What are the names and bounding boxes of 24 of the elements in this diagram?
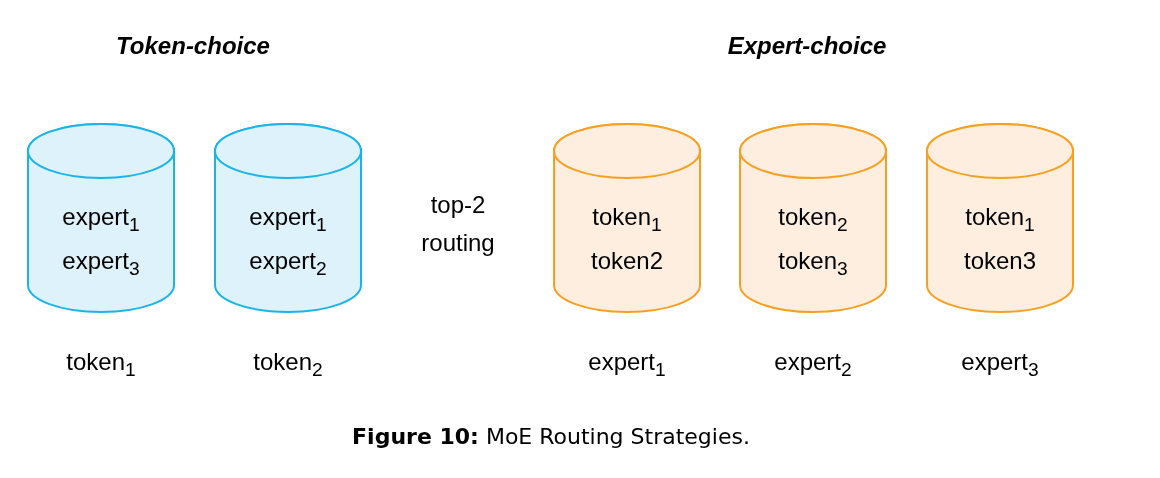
- cylinder-caption: expert$_{3}$: [961, 348, 1039, 381]
- cylinder-label: token$_{2}$: [778, 203, 848, 236]
- figure-caption: Figure 10: MoE Routing Strategies.: [352, 424, 750, 449]
- cylinder-caption: token$_{1}$: [66, 348, 136, 381]
- cylinder-label: expert$_{2}$: [249, 247, 327, 280]
- cylinder-caption: token$_{2}$: [253, 348, 323, 381]
- cylinder-label: token3: [963, 247, 1037, 275]
- cylinder-label: expert$_{1}$: [249, 203, 327, 236]
- cylinder-label: token$_{1}$: [592, 203, 662, 236]
- cylinder-caption: expert$_{1}$: [588, 348, 666, 381]
- cylinder-caption: expert$_{2}$: [774, 348, 852, 381]
- cylinder-label: token$_{1}$: [965, 203, 1035, 236]
- annotation-text: top-2 routing: [420, 190, 496, 258]
- cylinder: [739, 123, 887, 313]
- cylinder: [553, 123, 701, 313]
- cylinder: [27, 123, 175, 313]
- cylinder-label: expert$_{3}$: [62, 247, 140, 280]
- cylinder-label: token2: [590, 247, 664, 275]
- cylinder-label: expert$_{1}$: [62, 203, 140, 236]
- cylinder: [926, 123, 1074, 313]
- section-title: Expert-choice: [727, 32, 887, 60]
- cylinder-label: token$_{3}$: [778, 247, 848, 280]
- cylinder: [214, 123, 362, 313]
- section-title: Token-choice: [116, 32, 270, 60]
